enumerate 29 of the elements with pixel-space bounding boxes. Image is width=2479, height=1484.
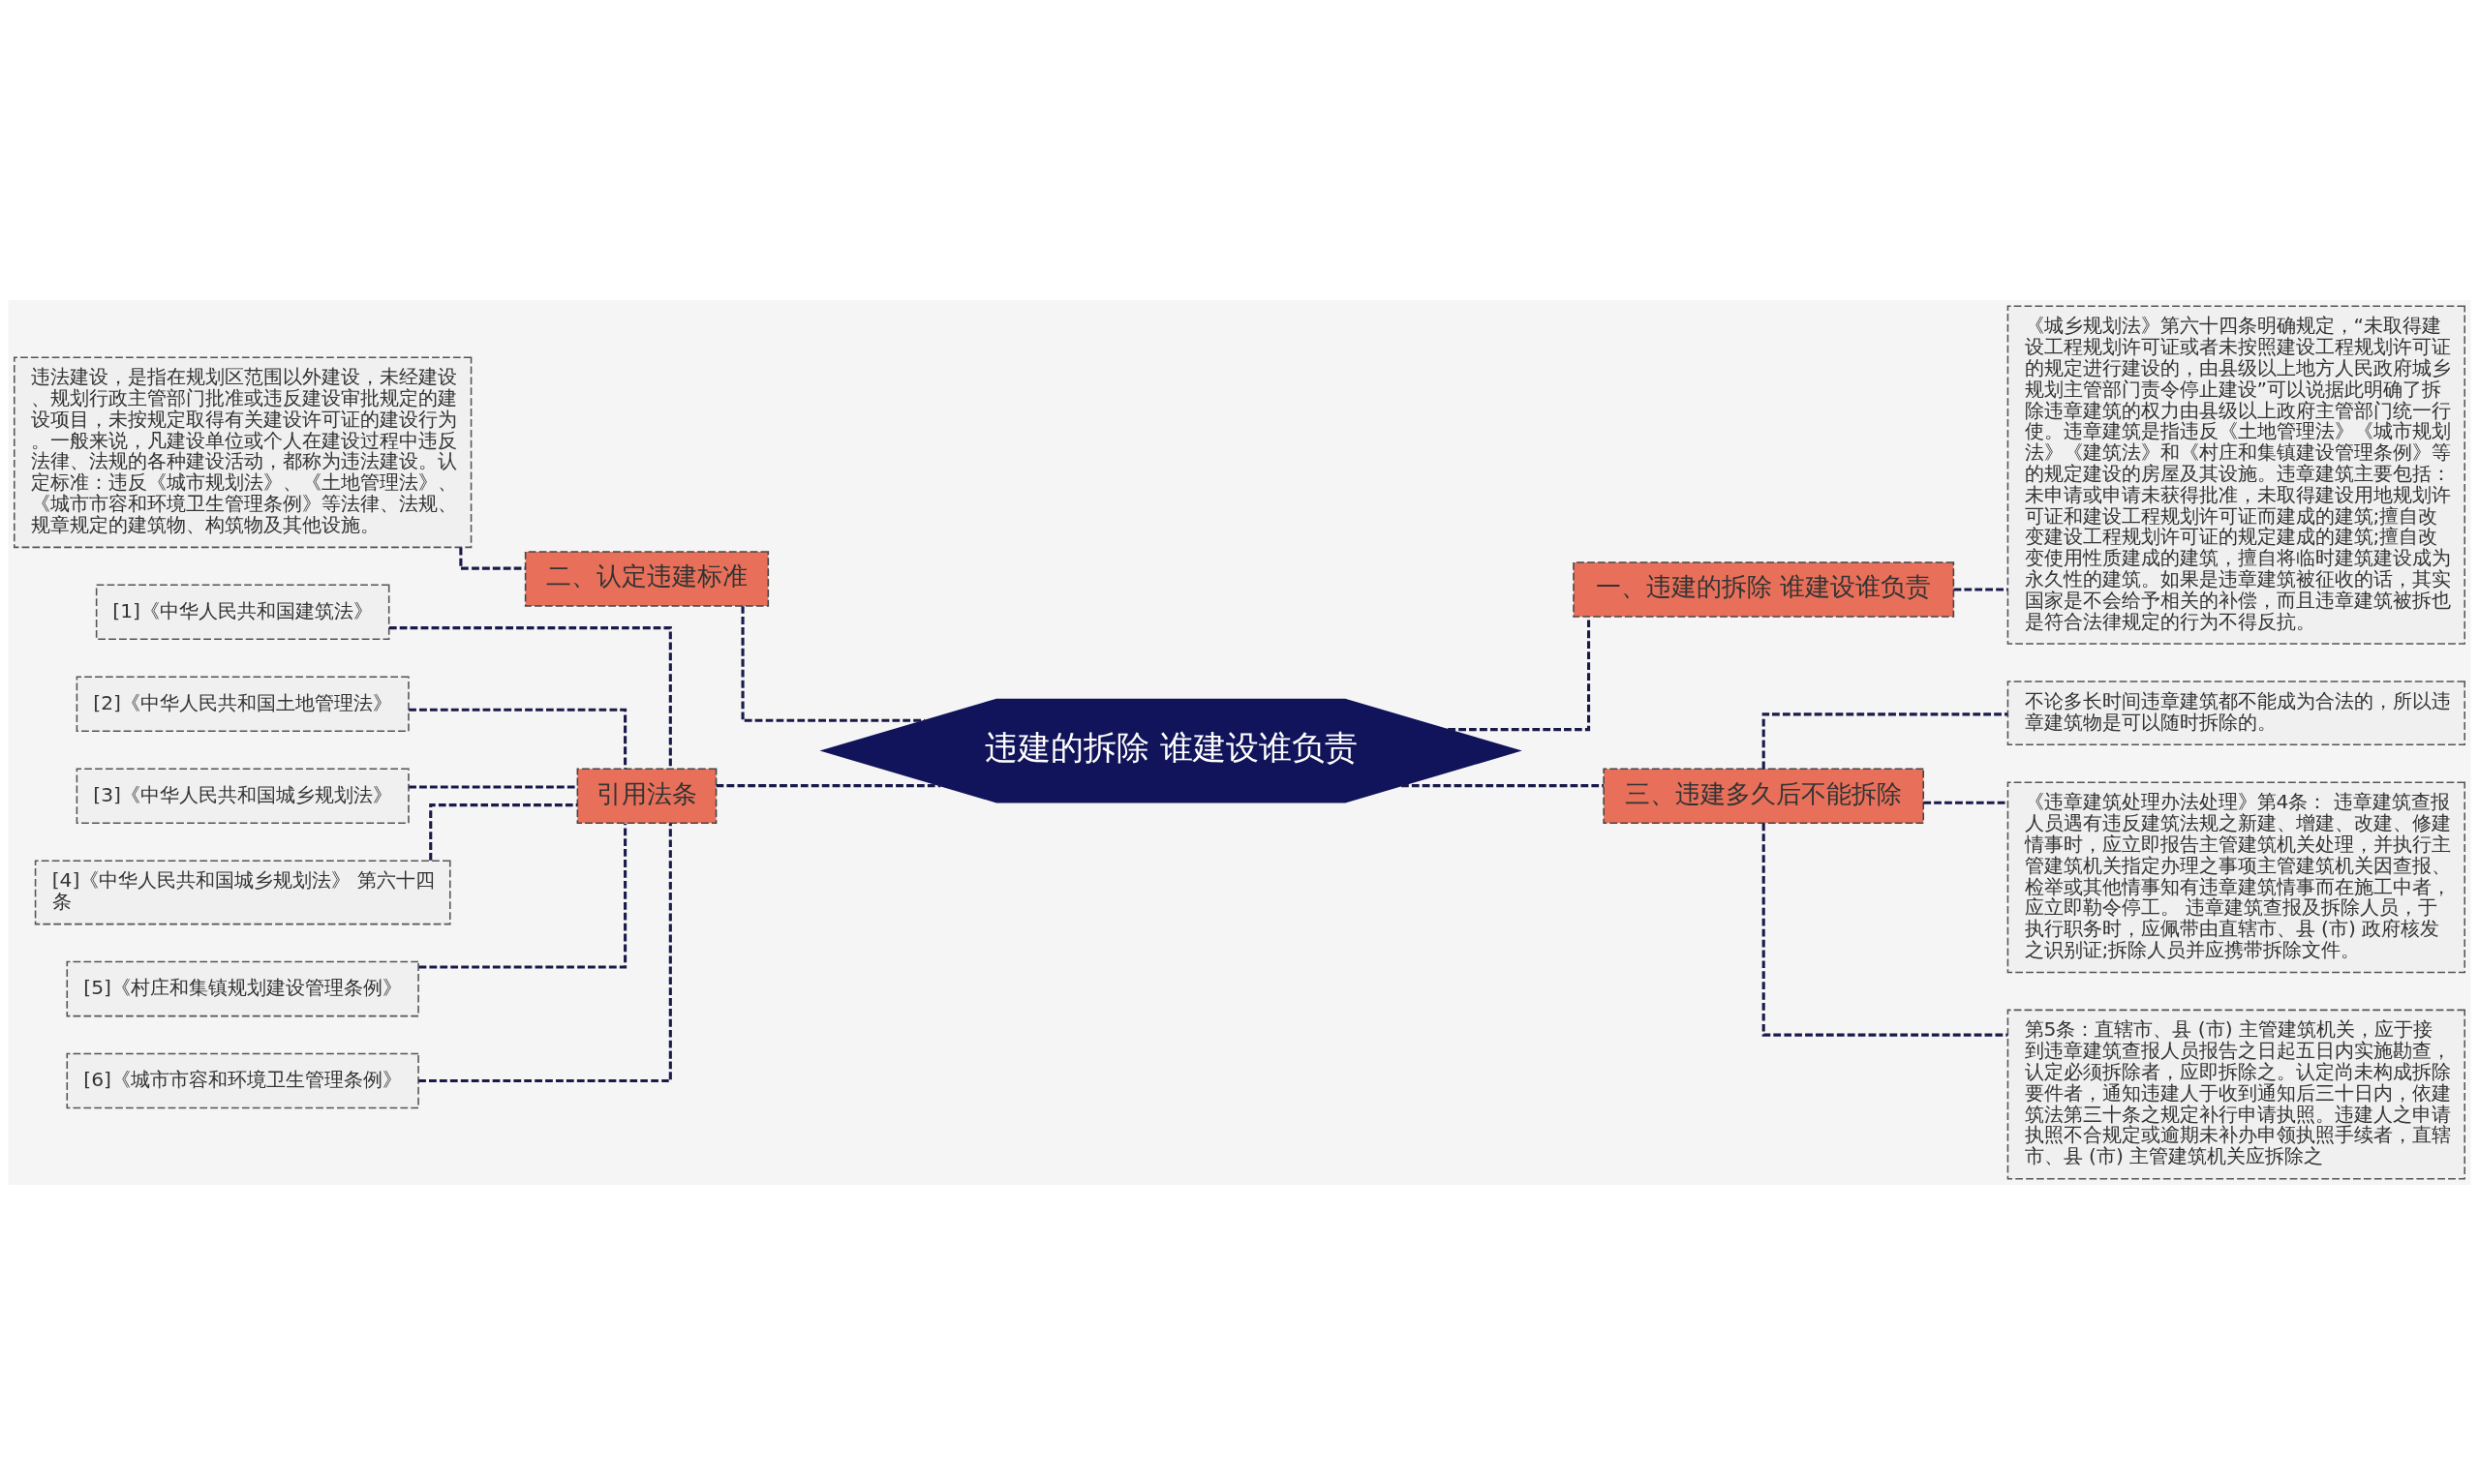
connector	[1401, 783, 1605, 787]
node-box: [3]《中华人民共和国城乡规划法》	[76, 767, 410, 824]
node-box: 《违章建筑处理办法处理》第4条： 违章建筑查报人员遇有违反建筑法规之新建、增建、改建、修建情事时，应立即报告主管建筑机关处理，并执行主管建筑机关指定办理之事项主管建筑机关因查报、检举或其他情事知有违章建筑情事而在施工中者，应立即勒令停工。 违章建筑查报及拆除人员，于执行职务时，应佩带由直辖市、县 (市) 政府核发之识别证;拆除人员并应携带拆除文件。	[2006, 781, 2465, 973]
connector	[1448, 617, 1591, 731]
node-box: [5]《村庄和集镇规划建设管理条例》	[66, 960, 419, 1016]
node-box: 一、违建的拆除 谁建设谁负责	[1573, 560, 1955, 618]
node-box: 《城乡规划法》第六十四条明确规定，“未取得建设工程规划许可证或者未按照建设工程规划许可证的规定进行建设的，由县级以上地方人民政府城乡规划主管部门责令停止建设”可以说据此明确了拆除违章建筑的权力由县级以上政府主管部门统一行使。违章建筑是指违反《土地管理法》《城市规划法》《建筑法》和《村庄和集镇建设管理条例》等的规定建设的房屋及其设施。违章建筑主要包括：未申请或申请未获得批准，未取得建设用地规划许可证和建设工程规划许可证而建成的建筑;擅自改变建设工程规划许可证的规定建成的建筑;擅自改变使用性质建成的建筑，擅自将临时建筑建设成为永久性的建筑。如果是违章建筑被征收的话，其实国家是不会给予相关的补偿，而且违章建筑被拆也是符合法律规定的行为不得反抗。	[2006, 304, 2465, 645]
node-box: [6]《城市市容和环境卫生管理条例》	[66, 1052, 419, 1108]
node-box: [4]《中华人民共和国城乡规划法》 第六十四条	[34, 859, 451, 924]
node-box: 引用法条	[576, 767, 718, 824]
connector	[418, 823, 627, 969]
node-box: 三、违建多久后不能拆除	[1603, 767, 1924, 824]
node-box: 违法建设，是指在规划区范围以外建设，未经建设、规划行政主管部门批准或违反建设审批规定的建设项目，未按规定取得有关建设许可证的建设行为。一般来说，凡建设单位或个人在建设过程中违反法律、法规的各种建设活动，都称为违法建设。认定标准：违反《城市规划法》、《土地管理法》、《城市市容和环境卫生管理条例》等法律、法规、规章规定的建筑物、构筑物及其他设施。	[14, 355, 473, 548]
connector	[429, 803, 578, 861]
node-box: 不论多长时间违章建筑都不能成为合法的，所以违章建筑物是可以随时拆除的。	[2006, 680, 2465, 745]
connector	[389, 625, 672, 769]
node-box: [2]《中华人民共和国土地管理法》	[76, 676, 410, 732]
node-box: [1]《中华人民共和国建筑法》	[95, 584, 390, 640]
connector	[741, 605, 926, 722]
connector	[1761, 712, 2008, 769]
connector	[409, 708, 627, 769]
connector	[1953, 587, 2008, 591]
connector	[418, 823, 672, 1082]
connector	[716, 783, 941, 787]
connector	[1761, 823, 2008, 1037]
node-box: 二、认定违建标准	[524, 550, 770, 607]
connector	[409, 784, 577, 788]
node-box: 第5条：直辖市、县 (市) 主管建筑机关，应于接到违章建筑查报人员报告之日起五日内实施勘查，认定必须拆除者，应即拆除之。认定尚未构成拆除要件者，通知违建人于收到通知后三十日内，依建筑法第三十条之规定补行申请执照。违建人之申请执照不合规定或逾期未补办申领执照手续者，直辖市、县 (市) 主管建筑机关应拆除之	[2006, 1009, 2465, 1180]
connector	[1923, 801, 2008, 804]
